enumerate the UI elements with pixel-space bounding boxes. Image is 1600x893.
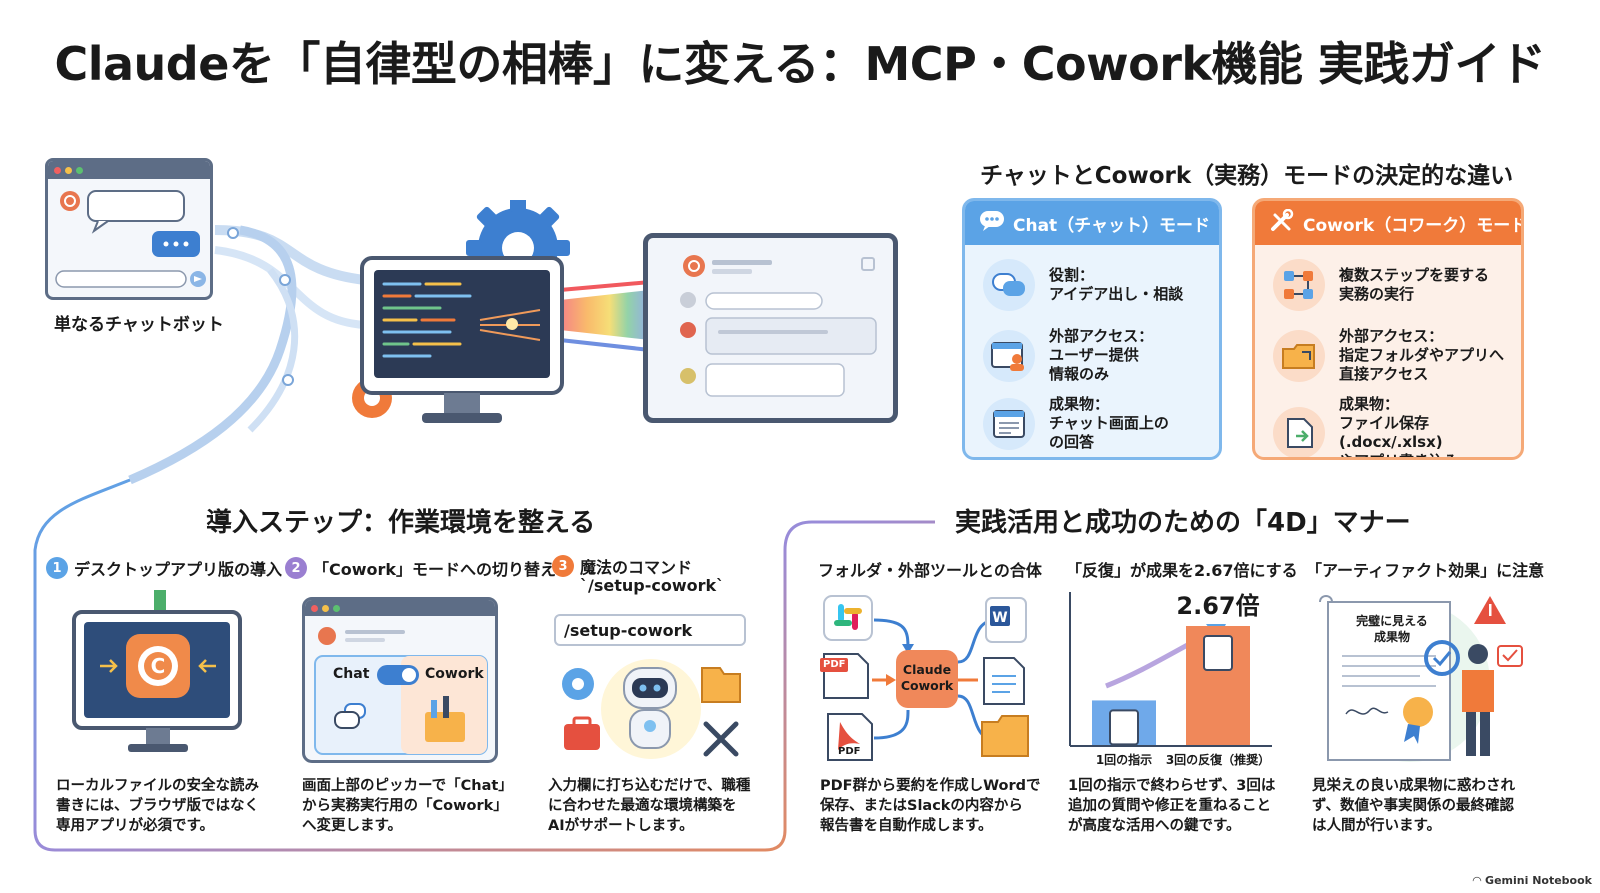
step-3-command-label: `/setup-cowork` — [580, 576, 725, 595]
practice-title: 実践活用と成功のための「4D」マナー — [955, 508, 1411, 538]
wrench-screwdriver-icon — [1269, 208, 1295, 238]
credit-logo-icon: ◠ — [1472, 874, 1482, 887]
desktop-app-icon: C — [72, 590, 242, 752]
cowork-row-task: 複数ステップを要する 実務の実行 — [1273, 259, 1489, 311]
step-2-number: 2 — [285, 557, 307, 579]
practice-frame-tail-decoration — [1400, 514, 1540, 530]
bar-2-document-icon — [1203, 635, 1233, 671]
step-2-label-text: 「Cowork」モードへの切り替え — [313, 560, 557, 579]
svg-text:C: C — [151, 654, 166, 678]
chat-bubble-icon — [979, 210, 1005, 237]
practice-2-description: 1回の指示で終わらせず、3回は 追加の質問や修正を重ねること が高度な活用への鍵… — [1068, 778, 1276, 834]
cowork-mode-header-label: Cowork（コワーク）モード — [1303, 215, 1524, 236]
multiplier-label: 2.67倍 — [1176, 592, 1259, 620]
step-1-label: 1 デスクトップアプリ版の導入 — [46, 556, 282, 580]
chat-mode-header-label: Chat（チャット）モード — [1013, 215, 1211, 236]
credit-text: Gemini Notebook — [1485, 874, 1592, 887]
toggle-label-cowork: Cowork — [425, 666, 484, 682]
chat-row-access: 外部アクセス： ユーザー提供 情報のみ — [983, 327, 1153, 384]
chatbot-caption: 単なるチャットボット — [54, 315, 224, 335]
step-3-label-text: 魔法のコマンド — [580, 558, 693, 577]
chat-row-access-text: 外部アクセス： ユーザー提供 情報のみ — [1049, 327, 1154, 383]
chat-row-output-text: 成果物： チャット画面上の の回答 — [1049, 395, 1169, 451]
ai-computer-illustration — [352, 200, 570, 423]
step-3-number: 3 — [552, 555, 574, 577]
chat-mode-header: Chat（チャット）モード — [965, 201, 1219, 245]
artifact-document-text: 完璧に見える 成果物 — [1356, 614, 1428, 644]
chat-row-role: 役割： アイデア出し・相談 — [983, 259, 1183, 311]
command-input[interactable]: /setup-cowork — [554, 614, 746, 646]
cowork-row-output: 成果物： ファイル保存(.docx/.xlsx) やアプリ書き込み — [1273, 395, 1521, 457]
chat-document-icon — [983, 397, 1035, 450]
gemini-notebook-credit: ◠ Gemini Notebook — [1473, 874, 1592, 887]
chat-cowork-toggle[interactable] — [377, 665, 419, 685]
toggle-label-chat: Chat — [333, 666, 370, 682]
cowork-row-output-text: 成果物： ファイル保存(.docx/.xlsx) やアプリ書き込み — [1339, 395, 1459, 457]
workflow-steps-icon — [1273, 259, 1325, 311]
robot-assistant-icon — [562, 659, 741, 759]
chat-row-output: 成果物： チャット画面上の の回答 — [983, 395, 1169, 452]
step-3-label: 3 魔法のコマンド — [552, 554, 692, 578]
practice-3-description: 見栄えの良い成果物に惑わされ ず、数値や事実関係の最終確認 は人間が行います。 — [1312, 778, 1515, 834]
step-2-label: 2 「Cowork」モードへの切り替え — [285, 556, 556, 580]
cowork-mode-header: Cowork（コワーク）モード — [1255, 201, 1521, 245]
step-2-description: 画面上部のピッカーで「Chat」 から実務実行用の「Cowork」 へ変更します… — [302, 778, 513, 834]
svg-text:W: W — [992, 610, 1007, 626]
practice-1-description: PDF群から要約を作成しWordで 保存、またはSlackの内容から 報告書を自… — [820, 778, 1041, 834]
step-1-number: 1 — [46, 557, 68, 579]
bar-1-document-icon — [1109, 709, 1139, 746]
page-title: Claudeを「自律型の相棒」に変える：MCP・Cowork機能 実践ガイド — [54, 37, 1546, 91]
bar-label-single: 1回の指示 — [1096, 752, 1152, 767]
mode-picker-window: Chat Cowork — [302, 597, 498, 763]
cowork-row-access-text: 外部アクセス： 指定フォルダやアプリへ 直接アクセス — [1339, 327, 1505, 383]
mode-picker-content-icon — [314, 627, 488, 755]
simple-chatbot-window — [45, 158, 213, 300]
iteration-bar-chart: 1回の指示 3回の反復（推奨） 2.67倍 — [1069, 592, 1272, 767]
toggle-knob — [402, 668, 416, 682]
chat-bubbles-icon — [983, 259, 1035, 311]
tool-integration-diagram: W — [820, 595, 1029, 761]
bar-label-iteration: 3回の反復（推奨） — [1166, 752, 1270, 767]
flow-lines-decoration — [33, 225, 935, 852]
chat-transcript-icon — [680, 255, 877, 397]
folder-access-icon — [1273, 329, 1325, 382]
chat-row-role-text: 役割： アイデア出し・相談 — [1049, 266, 1184, 303]
user-window-icon — [983, 329, 1035, 382]
file-save-icon — [1273, 407, 1325, 457]
claude-chat-window — [643, 233, 898, 423]
step-1-description: ローカルファイルの安全な読み 書きには、ブラウザ版ではなく 専用アプリが必須です… — [56, 778, 259, 834]
cowork-row-task-text: 複数ステップを要する 実務の実行 — [1339, 266, 1490, 303]
practice-1-label: フォルダ・外部ツールとの合体 — [818, 561, 1042, 580]
practice-3-label: 「アーティファクト効果」に注意 — [1306, 561, 1545, 580]
step-1-label-text: デスクトップアプリ版の導入 — [74, 560, 283, 579]
setup-title: 導入ステップ：作業環境を整える — [206, 508, 596, 538]
chat-mode-panel: Chat（チャット）モード 役割： アイデア出し・相談 外部アクセス： ユーザー… — [962, 198, 1222, 460]
pdf-file-label: PDF — [838, 746, 861, 757]
comparison-title: チャットとCowork（実務）モードの決定的な違い — [980, 163, 1514, 189]
step-3-description: 入力欄に打ち込むだけで、職種 に合わせた最適な環境構築を AIがサポートします。 — [548, 778, 751, 834]
pdf-badge-label: PDF — [823, 659, 846, 670]
claude-cowork-hub-label: Claude Cowork — [900, 662, 954, 693]
chatbot-content-icon — [55, 190, 206, 288]
cowork-mode-panel: Cowork（コワーク）モード 複数ステップを要する 実務の実行 外部アクセス：… — [1252, 198, 1524, 460]
artifact-effect-illustration — [1319, 595, 1523, 762]
practice-2-label: 「反復」が成果を2.67倍にする — [1066, 561, 1298, 580]
cowork-row-access: 外部アクセス： 指定フォルダやアプリへ 直接アクセス — [1273, 327, 1504, 384]
